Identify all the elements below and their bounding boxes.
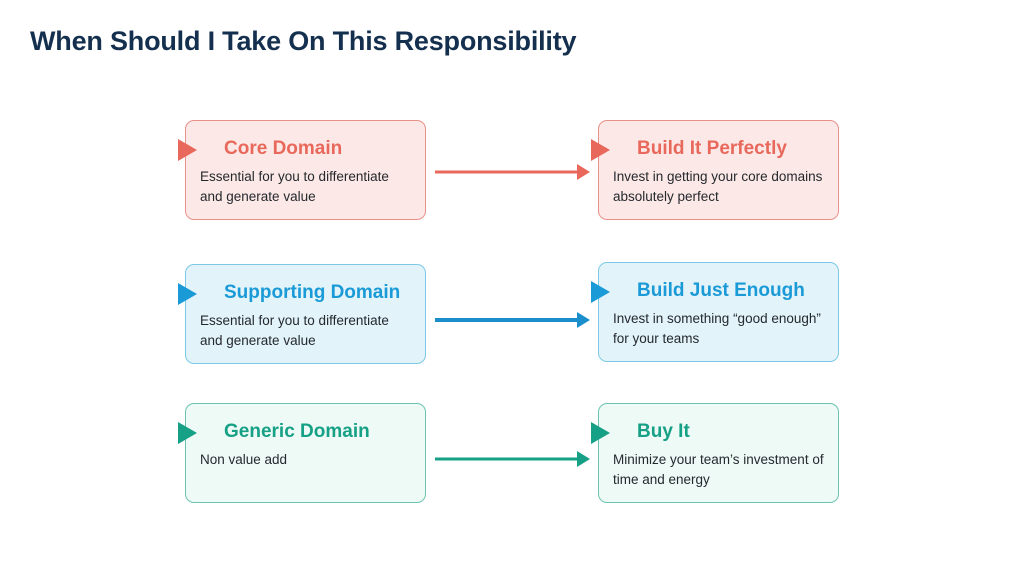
play-triangle-icon bbox=[178, 139, 197, 161]
card-body: Invest in getting your core domains abso… bbox=[613, 169, 823, 204]
play-triangle-icon bbox=[591, 281, 610, 303]
arrow-right-icon bbox=[435, 310, 590, 330]
card-body: Non value add bbox=[200, 452, 288, 467]
arrow-shaft bbox=[435, 457, 579, 461]
card-title: Build It Perfectly bbox=[637, 138, 787, 159]
card-body: Invest in something “good enough” for yo… bbox=[613, 311, 821, 346]
play-triangle-icon bbox=[591, 139, 610, 161]
card-core-domain[interactable]: Core Domain Essential for you to differe… bbox=[178, 120, 426, 220]
arrow-right-icon bbox=[435, 162, 590, 182]
card-build-it-perfectly[interactable]: Build It Perfectly Invest in getting you… bbox=[591, 120, 839, 220]
arrow-head bbox=[577, 164, 590, 180]
card-build-just-enough[interactable]: Build Just Enough Invest in something “g… bbox=[591, 262, 839, 362]
card-title: Generic Domain bbox=[224, 421, 370, 442]
play-triangle-icon bbox=[178, 422, 197, 444]
arrow-head bbox=[577, 312, 590, 328]
arrow-shaft bbox=[435, 318, 579, 322]
card-title: Supporting Domain bbox=[224, 282, 401, 303]
arrow-head bbox=[577, 451, 590, 467]
card-buy-it[interactable]: Buy It Minimize your team’s investment o… bbox=[591, 403, 839, 503]
arrow-shaft bbox=[435, 170, 579, 174]
card-body: Essential for you to differentiate and g… bbox=[200, 313, 389, 348]
play-triangle-icon bbox=[591, 422, 610, 444]
card-generic-domain[interactable]: Generic Domain Non value add bbox=[178, 403, 426, 503]
play-triangle-icon bbox=[178, 283, 197, 305]
card-title: Build Just Enough bbox=[637, 280, 805, 301]
arrow-right-icon bbox=[435, 449, 590, 469]
page-title: When Should I Take On This Responsibilit… bbox=[30, 26, 577, 56]
card-supporting-domain[interactable]: Supporting Domain Essential for you to d… bbox=[178, 264, 426, 364]
card-title: Core Domain bbox=[224, 138, 343, 159]
card-title: Buy It bbox=[637, 421, 690, 442]
card-body: Essential for you to differentiate and g… bbox=[200, 169, 389, 204]
card-body: Minimize your team’s investment of time … bbox=[613, 452, 824, 487]
